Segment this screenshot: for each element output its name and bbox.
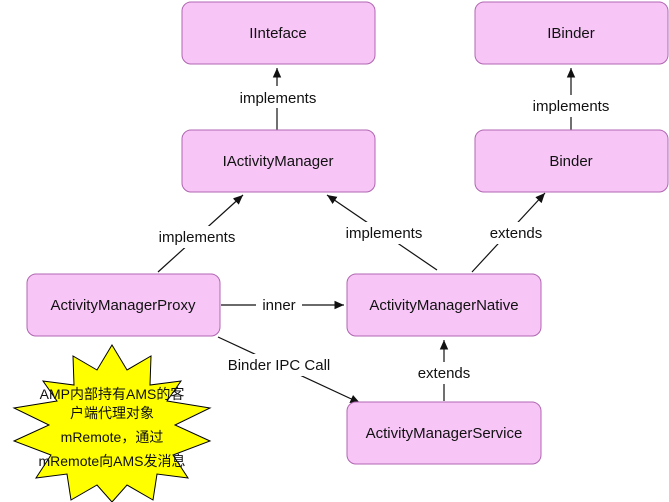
note-line: 户端代理对象 bbox=[70, 405, 154, 421]
note-line: AMP内部持有AMS的客 bbox=[40, 386, 185, 402]
edge-label: implements bbox=[159, 229, 236, 246]
node-ibinder: IBinder bbox=[474, 1, 669, 65]
edge-ams-to-amn: extends bbox=[412, 340, 476, 401]
edge-label: Binder IPC Call bbox=[228, 357, 331, 374]
node-label: ActivityManagerProxy bbox=[50, 297, 196, 314]
edge-binder-to-ibinder: implements bbox=[525, 68, 617, 130]
node-label: IActivityManager bbox=[223, 153, 334, 170]
node-iactivitymanager: IActivityManager bbox=[181, 129, 376, 193]
node-activitymanagernative: ActivityManagerNative bbox=[346, 273, 542, 337]
node-label: IBinder bbox=[547, 25, 595, 42]
node-activitymanagerproxy: ActivityManagerProxy bbox=[26, 273, 221, 337]
edge-amn-to-binder: extends bbox=[471, 192, 552, 273]
node-label: ActivityManagerNative bbox=[369, 297, 518, 314]
edge-amp-to-iam: implements bbox=[151, 194, 244, 273]
edge-label: extends bbox=[490, 225, 543, 242]
edge-iam-to-iinterface: implements bbox=[232, 68, 324, 130]
note-starburst: AMP内部持有AMS的客 户端代理对象 mRemote，通过 mRemote向A… bbox=[12, 344, 212, 502]
edge-label: implements bbox=[533, 98, 610, 115]
edge-label: extends bbox=[418, 365, 471, 382]
node-label: ActivityManagerService bbox=[366, 425, 523, 442]
edge-amp-to-ams: Binder IPC Call bbox=[217, 336, 361, 404]
edge-label: inner bbox=[262, 297, 295, 314]
node-label: Binder bbox=[549, 153, 592, 170]
note-line: mRemote向AMS发消息 bbox=[38, 453, 185, 469]
edge-amn-to-iam: implements bbox=[326, 194, 438, 271]
node-activitymanagerservice: ActivityManagerService bbox=[346, 401, 542, 465]
starburst-shape bbox=[12, 344, 212, 502]
node-binder: Binder bbox=[474, 129, 669, 193]
note-line: mRemote，通过 bbox=[61, 429, 164, 445]
edge-label: implements bbox=[240, 90, 317, 107]
node-label: IInteface bbox=[249, 25, 307, 42]
edge-amp-to-amn: inner bbox=[221, 294, 344, 316]
edge-label: implements bbox=[346, 225, 423, 242]
node-iinterface: IInteface bbox=[181, 1, 376, 65]
